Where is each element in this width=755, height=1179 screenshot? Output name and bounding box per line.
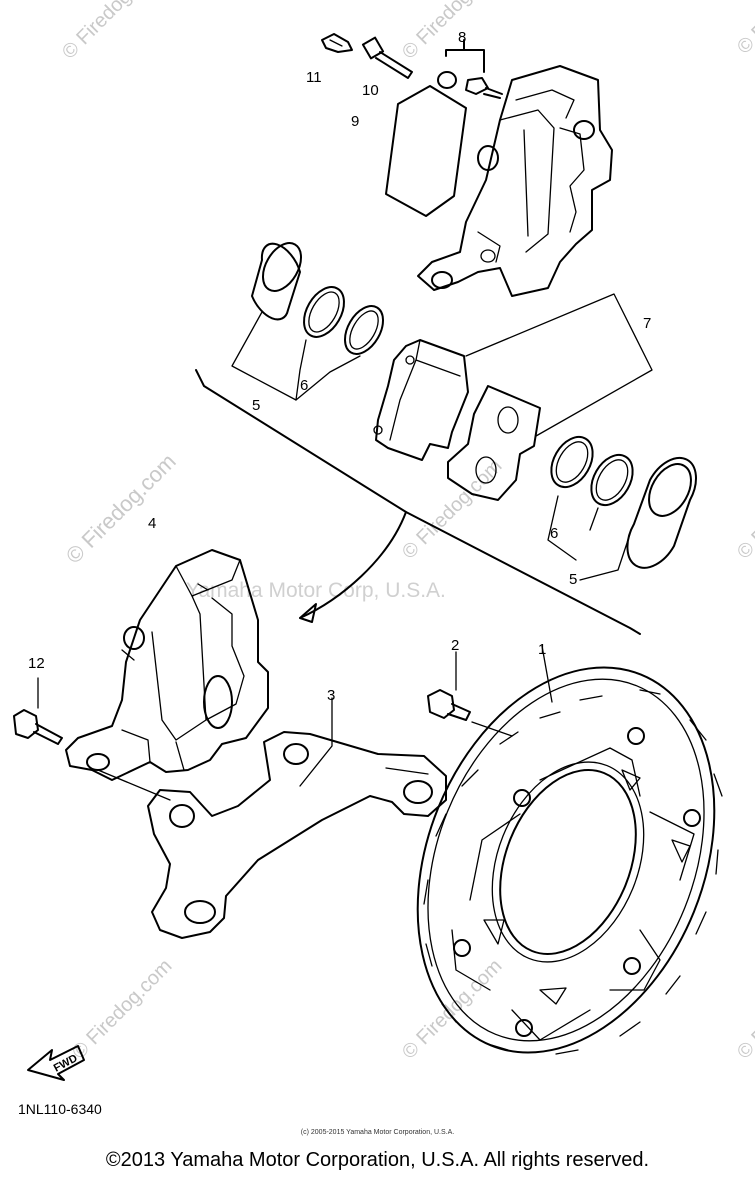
part-1-disc [416,645,723,1055]
watermark-site-5: © Firedog.com [398,455,507,564]
callout-11: 11 [306,69,322,86]
callout-5-right: 5 [569,571,577,588]
callout-10: 10 [362,82,379,99]
watermark-site-8: © Firedog.com [398,955,507,1064]
part-12-bolt [13,677,63,745]
fwd-label: FWD [52,1052,80,1074]
callout-6-right: 6 [550,525,558,542]
explode-bracket [195,369,641,635]
callout-6-left: 6 [300,377,308,394]
watermark-site-3: © Firedog.com [733,0,755,59]
part-upper-caliper [417,65,613,297]
disc-slots [423,689,723,1055]
callout-1: 1 [538,641,546,658]
callout-2: 2 [451,637,459,654]
watermark-site-2: © Firedog.com [398,0,507,64]
part-10-pin [361,36,413,79]
copyright-notice: ©2013 Yamaha Motor Corporation, U.S.A. A… [105,1149,650,1171]
callout-5-left: 5 [252,397,260,414]
watermark-site-7: © Firedog.com [68,955,177,1064]
callout-9: 9 [351,113,359,130]
watermark-site-6: © Firedog.com [733,455,755,564]
callout-8: 8 [458,29,466,46]
watermark-site-9: © Firedog.com [733,955,755,1064]
part-2-bolt [427,651,513,737]
part-5-6-left [231,242,384,401]
diagram-code: 1NL110-6340 [18,1101,102,1117]
part-5-6-right [547,435,697,581]
part-8-bleed [437,39,503,99]
callout-4: 4 [148,515,156,532]
part-7-pads [373,293,653,501]
callout-7: 7 [643,315,651,332]
watermark-site-4: © Firedog.com [61,449,181,569]
callout-12: 12 [28,655,45,672]
part-3-bracket [97,697,447,939]
callout-3: 3 [327,687,335,704]
callout-labels: 1 2 3 4 5 5 6 6 7 8 9 10 11 12 [28,29,651,704]
part-9-shim [385,85,467,217]
watermark-site-1: © Firedog.com [58,0,167,64]
credit-small: (c) 2005-2015 Yamaha Motor Corporation, … [300,1129,455,1136]
part-4-caliper [65,549,269,781]
part-11-clip [321,33,353,53]
watermark-layer: © Firedog.com © Firedog.com © Firedog.co… [58,0,755,1064]
